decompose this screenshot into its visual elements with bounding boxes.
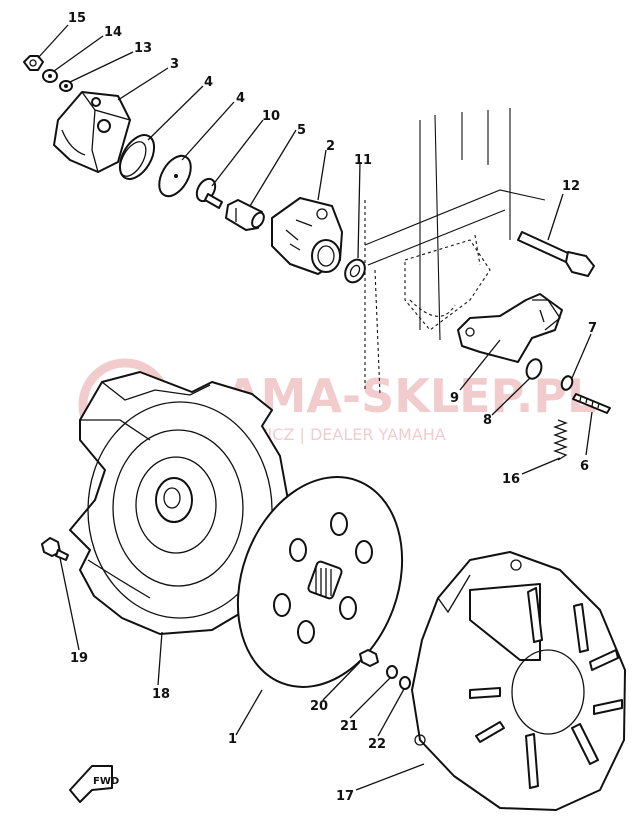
callout-22: 22 [368, 737, 386, 752]
fwd-arrow-tag: FWD [69, 765, 119, 803]
fwd-label: FWD [93, 776, 119, 787]
callout-12: 12 [562, 179, 580, 194]
callout-18: 18 [152, 687, 170, 702]
part-13-washer [59, 80, 73, 92]
part-21-washer [386, 665, 398, 679]
part-16-spring [553, 419, 568, 461]
part-1-rotor-disc [236, 476, 404, 688]
part-22-washer [399, 676, 411, 690]
callout-4b: 4 [236, 91, 245, 106]
callout-2: 2 [326, 139, 335, 154]
watermark-main: AMA-SKLEP.PL [225, 369, 596, 423]
frame-outline [364, 108, 546, 396]
part-2-body [271, 197, 343, 275]
callout-20: 20 [310, 699, 328, 714]
callout-9: 9 [450, 391, 459, 406]
callout-6: 6 [580, 459, 589, 474]
leader-lines [37, 24, 593, 791]
part-10-piston [195, 177, 223, 209]
callout-10: 10 [262, 109, 280, 124]
part-4-ring [118, 134, 156, 180]
part-14-washer [42, 69, 58, 83]
callout-19: 19 [70, 651, 88, 666]
part-19-screw [41, 537, 69, 561]
callout-21: 21 [340, 719, 358, 734]
callout-4a: 4 [204, 75, 213, 90]
callout-17: 17 [336, 789, 354, 804]
part-5-cylinder [225, 199, 265, 231]
callout-14: 14 [104, 25, 122, 40]
callout-3: 3 [170, 57, 179, 72]
part-3-housing [53, 91, 131, 173]
callout-15: 15 [68, 11, 86, 26]
callout-13: 13 [134, 41, 152, 56]
callout-7: 7 [588, 321, 597, 336]
part-20-screw [359, 649, 379, 667]
part-17-cover [411, 551, 626, 811]
callout-5: 5 [297, 123, 306, 138]
part-8-washer [525, 358, 543, 380]
part-11-seal [344, 258, 366, 284]
part-7-washer [560, 375, 574, 391]
part-12-bolt [517, 231, 595, 277]
callout-8: 8 [483, 413, 492, 428]
callout-11: 11 [354, 153, 372, 168]
callout-1: 1 [228, 732, 237, 747]
part-9-lever [457, 293, 563, 363]
part-6-screw [572, 393, 611, 414]
callout-16: 16 [502, 472, 520, 487]
part-15-nut [23, 55, 44, 71]
part-4-disc [158, 154, 192, 198]
callout-labels: 15 14 13 3 4 4 10 5 2 11 12 7 9 8 6 16 1… [68, 11, 597, 804]
